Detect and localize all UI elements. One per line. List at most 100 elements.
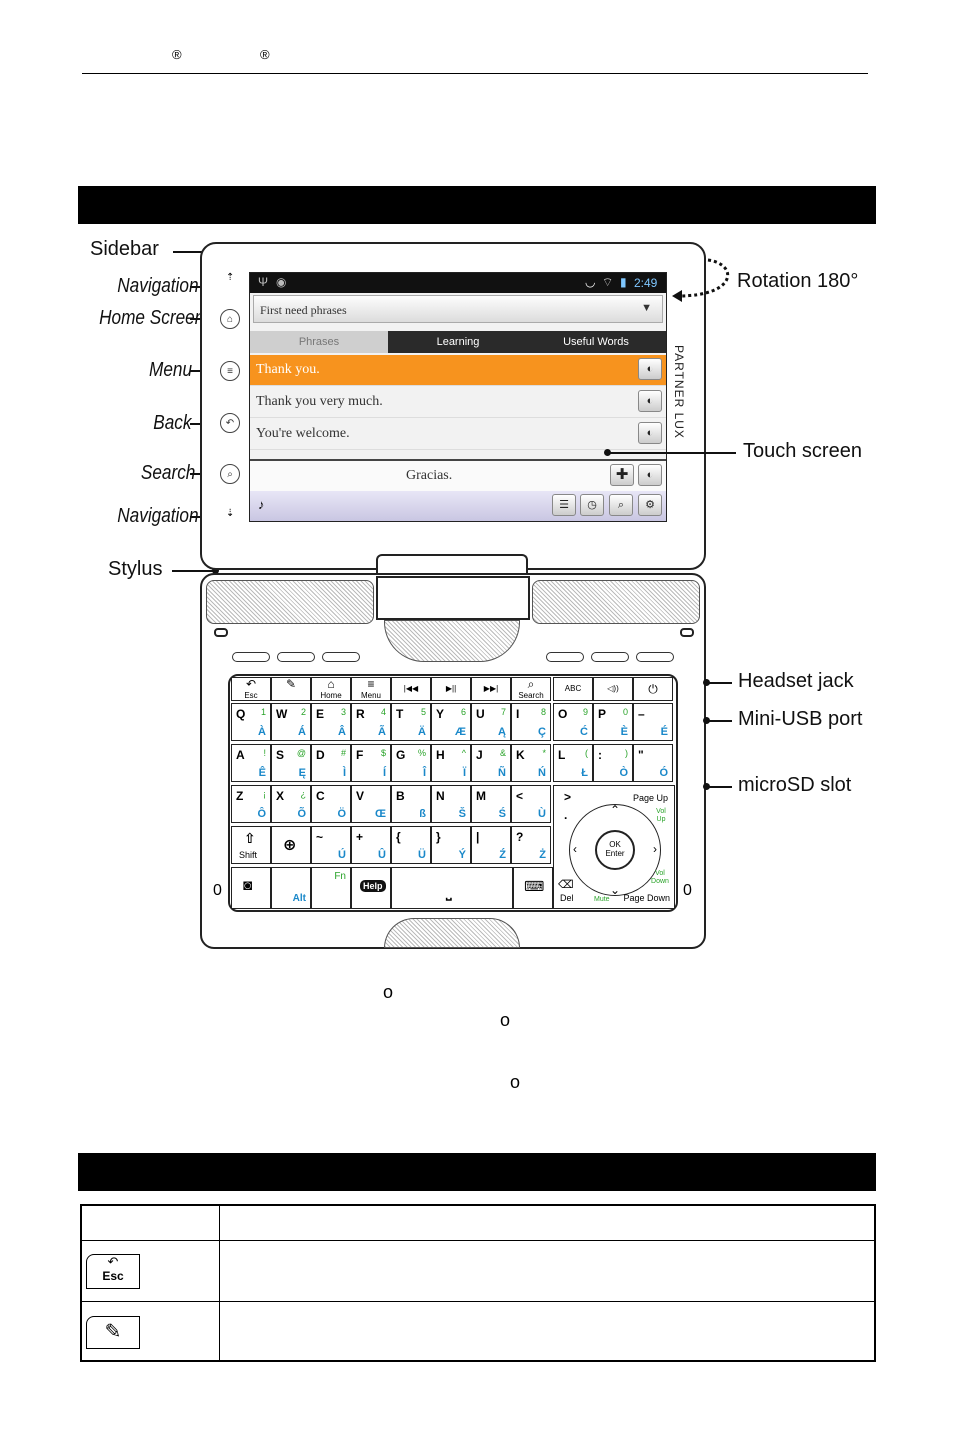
back-icon[interactable]: ↶: [220, 413, 240, 433]
arrow-right-icon[interactable]: ›: [653, 842, 657, 856]
d-pad[interactable]: ⌃ ⌄ ‹ › OK Enter: [569, 803, 661, 897]
shortcut-slot: [636, 652, 674, 662]
arrow-down-icon[interactable]: ⌄: [610, 883, 621, 897]
ok-enter-button[interactable]: OK Enter: [595, 830, 635, 870]
key-brace-open[interactable]: {Ü: [391, 826, 431, 864]
key-sound[interactable]: ◁)): [593, 677, 633, 701]
callout-microsd: microSD slot: [738, 774, 852, 796]
key-previous[interactable]: |◀◀: [391, 677, 431, 701]
degree-mark: o: [383, 982, 394, 1002]
key-s[interactable]: S@Ę: [271, 744, 311, 782]
key-next[interactable]: ▶▶|: [471, 677, 511, 701]
key-space[interactable]: ⎵: [391, 867, 513, 909]
phrase-row[interactable]: You're welcome. ◐: [250, 419, 666, 450]
key-help[interactable]: Help: [351, 867, 391, 909]
leader-line: [610, 452, 736, 454]
phrase-row[interactable]: Thank you very much. ◐: [250, 387, 666, 418]
callout-navigation-up: Navigation: [117, 275, 199, 297]
key-language[interactable]: ⊕: [271, 826, 311, 864]
speaker-icon[interactable]: ◐: [638, 422, 662, 444]
menu-icon[interactable]: ≡: [220, 361, 240, 381]
tab-useful-words[interactable]: Useful Words: [563, 336, 629, 348]
backspace-icon[interactable]: ⌫: [558, 879, 574, 891]
arrow-up-icon[interactable]: ⌃: [610, 803, 621, 817]
key-h[interactable]: H^Ï: [431, 744, 471, 782]
key-less-than[interactable]: <Ù: [511, 785, 551, 823]
key-g[interactable]: G%Î: [391, 744, 431, 782]
tab-learning[interactable]: Learning: [436, 336, 480, 348]
speaker-icon[interactable]: ◐: [638, 464, 662, 486]
key-f[interactable]: F$Í: [351, 744, 391, 782]
translation-text: Gracias.: [406, 468, 453, 483]
settings-icon[interactable]: ⚙: [638, 494, 662, 516]
callout-back: Back: [153, 412, 192, 434]
key-esc[interactable]: ↶Esc: [231, 677, 271, 701]
key-fn[interactable]: Fn: [311, 867, 351, 909]
touch-screen[interactable]: Ψ ◉ ◡ ⌔ ▮ 2:49 First need phrases ▼ Phra…: [249, 272, 667, 522]
key-abc[interactable]: ABC: [553, 677, 593, 701]
arrow-left-icon[interactable]: ‹: [573, 842, 577, 856]
key-search[interactable]: ⌕Search: [511, 677, 551, 701]
strap-hole-left: 0: [213, 882, 222, 899]
search-icon[interactable]: ⌕: [220, 464, 240, 484]
microphone-icon[interactable]: ♪: [258, 497, 265, 512]
zoom-icon[interactable]: ⌕: [609, 494, 633, 516]
degree-mark: o: [510, 1072, 521, 1092]
key-quote[interactable]: "Ó: [633, 744, 673, 782]
speaker-grill-bottom: [384, 918, 520, 948]
shortcut-slot: [277, 652, 315, 662]
key-k[interactable]: K*Ń: [511, 744, 551, 782]
key-a[interactable]: A!Ê: [231, 744, 271, 782]
arrow-down-icon[interactable]: ⇣: [226, 508, 235, 519]
key-pipe[interactable]: |Ź: [471, 826, 511, 864]
list-icon[interactable]: ☰: [552, 494, 576, 516]
key-home[interactable]: ⌂Home: [311, 677, 351, 701]
key-shift[interactable]: ⇧Shift: [231, 826, 271, 864]
key-z[interactable]: Z¡Ô: [231, 785, 271, 823]
key-colon[interactable]: :)Ò: [593, 744, 633, 782]
key-play-pause[interactable]: ▶||: [431, 677, 471, 701]
add-icon[interactable]: ✚: [610, 464, 634, 486]
phrase-row[interactable]: Thank you. ◐: [250, 355, 666, 386]
key-keyboard[interactable]: ⌨: [513, 867, 553, 909]
key-tilde[interactable]: ~Ú: [311, 826, 351, 864]
key-brace-close[interactable]: }Ý: [431, 826, 471, 864]
key-camera[interactable]: ◙: [231, 867, 271, 909]
key-stylus[interactable]: ✎: [271, 677, 311, 701]
key-l[interactable]: L(Ł: [553, 744, 593, 782]
key-j[interactable]: J&Ñ: [471, 744, 511, 782]
arrow-up-icon[interactable]: ⇡: [226, 272, 235, 283]
home-icon[interactable]: ⌂: [220, 309, 240, 329]
key-plus[interactable]: +Û: [351, 826, 391, 864]
phrase-category-dropdown[interactable]: First need phrases ▼: [253, 295, 663, 323]
history-icon[interactable]: ◷: [580, 494, 604, 516]
key-menu[interactable]: ≡Menu: [351, 677, 391, 701]
key-dash[interactable]: –É: [633, 703, 673, 741]
key-period[interactable]: .: [564, 808, 568, 822]
key-question[interactable]: ?Ż: [511, 826, 551, 864]
key-power[interactable]: ⏻: [633, 677, 673, 701]
key-greater-than[interactable]: >: [564, 790, 572, 804]
key-d[interactable]: D#Ì: [311, 744, 351, 782]
tab-phrases[interactable]: Phrases: [250, 331, 388, 353]
speaker-icon[interactable]: ◐: [638, 358, 662, 380]
key-alt[interactable]: Alt: [271, 867, 311, 909]
speaker-icon[interactable]: ◐: [638, 390, 662, 412]
key-x[interactable]: X¿Õ: [271, 785, 311, 823]
shortcut-slot: [232, 652, 270, 662]
